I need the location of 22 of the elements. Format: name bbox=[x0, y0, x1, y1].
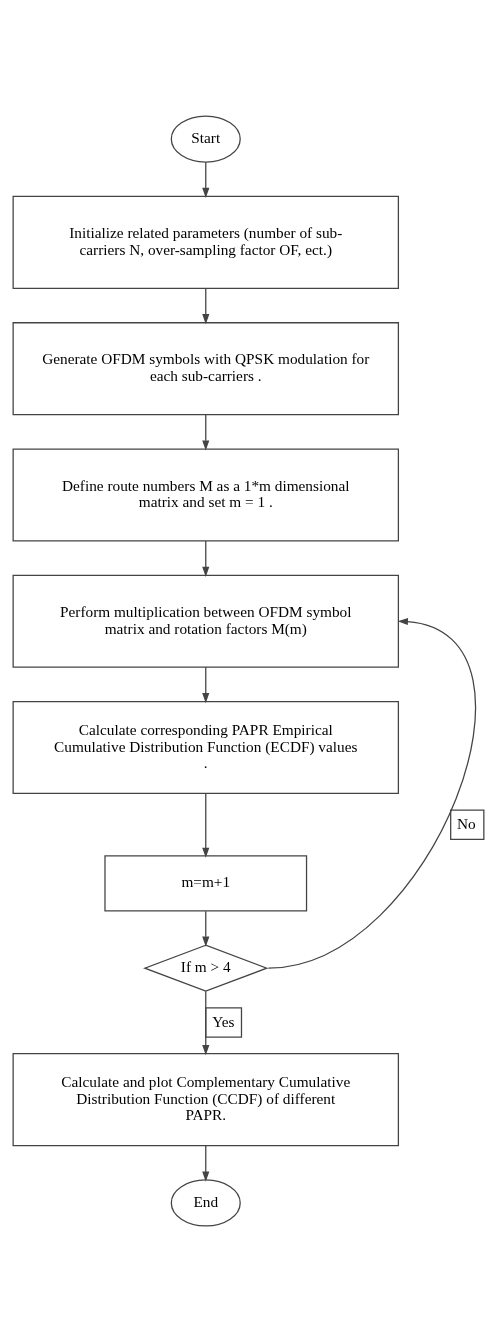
edge-label: Yes bbox=[212, 1013, 235, 1031]
node-ellipse: End bbox=[170, 1179, 241, 1227]
arrow bbox=[202, 990, 210, 1056]
node-box: Calculate and plot Complementary Cumulative Distribution Function (CCDF) of different PAPR. bbox=[12, 1053, 400, 1147]
node-box: Calculate corresponding PAPR Empirical Cumulative Distribution Function (ECDF) values . bbox=[12, 701, 400, 795]
node-box: Define route numbers M as a 1*m dimensional matrix and set m = 1 . bbox=[12, 448, 400, 542]
node-diamond: If m > 4 bbox=[143, 944, 269, 992]
arrow bbox=[202, 666, 210, 704]
node-box: Initialize related parameters (number of sub-carriers N, over-sampling factor OF, ect.) bbox=[12, 195, 400, 289]
node-box: Perform multiplication between OFDM symbol matrix and rotation factors M(m) bbox=[12, 574, 400, 668]
arrow bbox=[202, 1145, 210, 1182]
node-ellipse: Start bbox=[170, 115, 241, 163]
arrow bbox=[202, 287, 210, 325]
node-box: Generate OFDM symbols with QPSK modulation for each sub-carriers . bbox=[12, 322, 400, 416]
arrow bbox=[202, 161, 210, 199]
arrow bbox=[267, 617, 476, 969]
arrow bbox=[202, 910, 210, 947]
node-box: m=m+1 bbox=[104, 855, 308, 912]
arrow bbox=[202, 540, 210, 577]
arrow bbox=[202, 414, 210, 451]
edge-label: No bbox=[457, 815, 476, 833]
arrow bbox=[202, 792, 210, 858]
